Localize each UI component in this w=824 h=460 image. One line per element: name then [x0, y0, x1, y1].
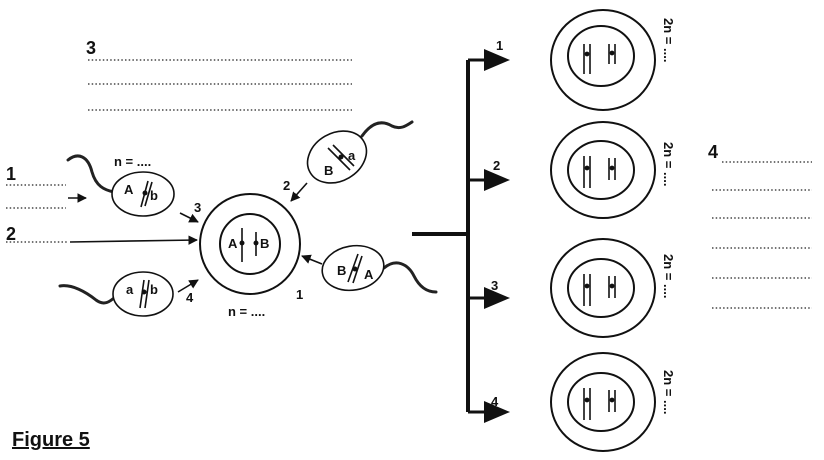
branch-number: 1 [496, 38, 503, 53]
allele-label: b [150, 282, 158, 297]
chromosome [332, 144, 355, 167]
arrow-to-egg [69, 235, 198, 245]
arrow-number: 1 [296, 287, 303, 302]
branch-2: 2 [468, 158, 510, 191]
zygote-4 [550, 352, 656, 452]
branch-number: 2 [493, 158, 500, 173]
arrowhead [484, 401, 510, 423]
allele-label: B [324, 163, 333, 178]
label-4-right: 4 [708, 142, 718, 162]
sperm-tail [382, 261, 438, 294]
allele-label: A [228, 236, 238, 251]
zygote-1 [550, 9, 656, 111]
ploidy-label: 2n = .... [661, 254, 676, 298]
branch-3: 3 [468, 278, 510, 309]
arrow-number: 3 [194, 200, 201, 215]
chromosome [144, 279, 150, 309]
sperm-tail [360, 120, 414, 138]
branch-number: 4 [491, 394, 499, 409]
sperm-top-left: A b [66, 154, 175, 217]
allele-label: a [126, 282, 134, 297]
allele-label: A [364, 267, 374, 282]
egg-cell: A B [199, 193, 301, 295]
chromosome [139, 279, 145, 309]
arrow-to-egg [290, 182, 308, 202]
egg-n-label: n = .... [228, 304, 265, 319]
label-2-left: 2 [6, 224, 16, 244]
ploidy-label: 2n = .... [661, 18, 676, 62]
sperm-tail [66, 154, 116, 194]
zygote-2 [550, 121, 656, 219]
chromosome [327, 147, 351, 171]
allele-label: a [348, 148, 356, 163]
arrow-number: 4 [186, 290, 194, 305]
ploidy-label: 2n = .... [661, 370, 676, 414]
arrow-to-egg [179, 212, 199, 223]
allele-label: A [124, 182, 134, 197]
arrowhead [484, 49, 510, 71]
sperm-bottom-left: a b [58, 271, 174, 317]
sperm-top-right: B a [306, 120, 414, 184]
allele-label: b [150, 188, 158, 203]
egg-nucleus [219, 213, 281, 275]
arrowhead [484, 287, 510, 309]
sperm-right: B A [321, 244, 438, 294]
branch-4: 4 [468, 394, 510, 423]
ploidy-label: 2n = .... [661, 142, 676, 186]
arrowhead [484, 169, 510, 191]
label-3-top: 3 [86, 38, 96, 58]
branch-1: 1 [468, 38, 510, 71]
arrow-number: 2 [283, 178, 290, 193]
chromosome [144, 181, 153, 207]
allele-label: B [337, 263, 346, 278]
arrow-to-egg [301, 254, 323, 265]
chromosome [352, 255, 363, 284]
branch-number: 3 [491, 278, 498, 293]
sperm-n-label: n = .... [114, 154, 151, 169]
zygote-3 [550, 238, 656, 338]
label-1-left: 1 [6, 164, 16, 184]
figure-caption: Figure 5 [12, 429, 90, 451]
allele-label: B [260, 236, 269, 251]
sperm-tail [58, 284, 118, 305]
arrow-to-egg [177, 279, 199, 293]
